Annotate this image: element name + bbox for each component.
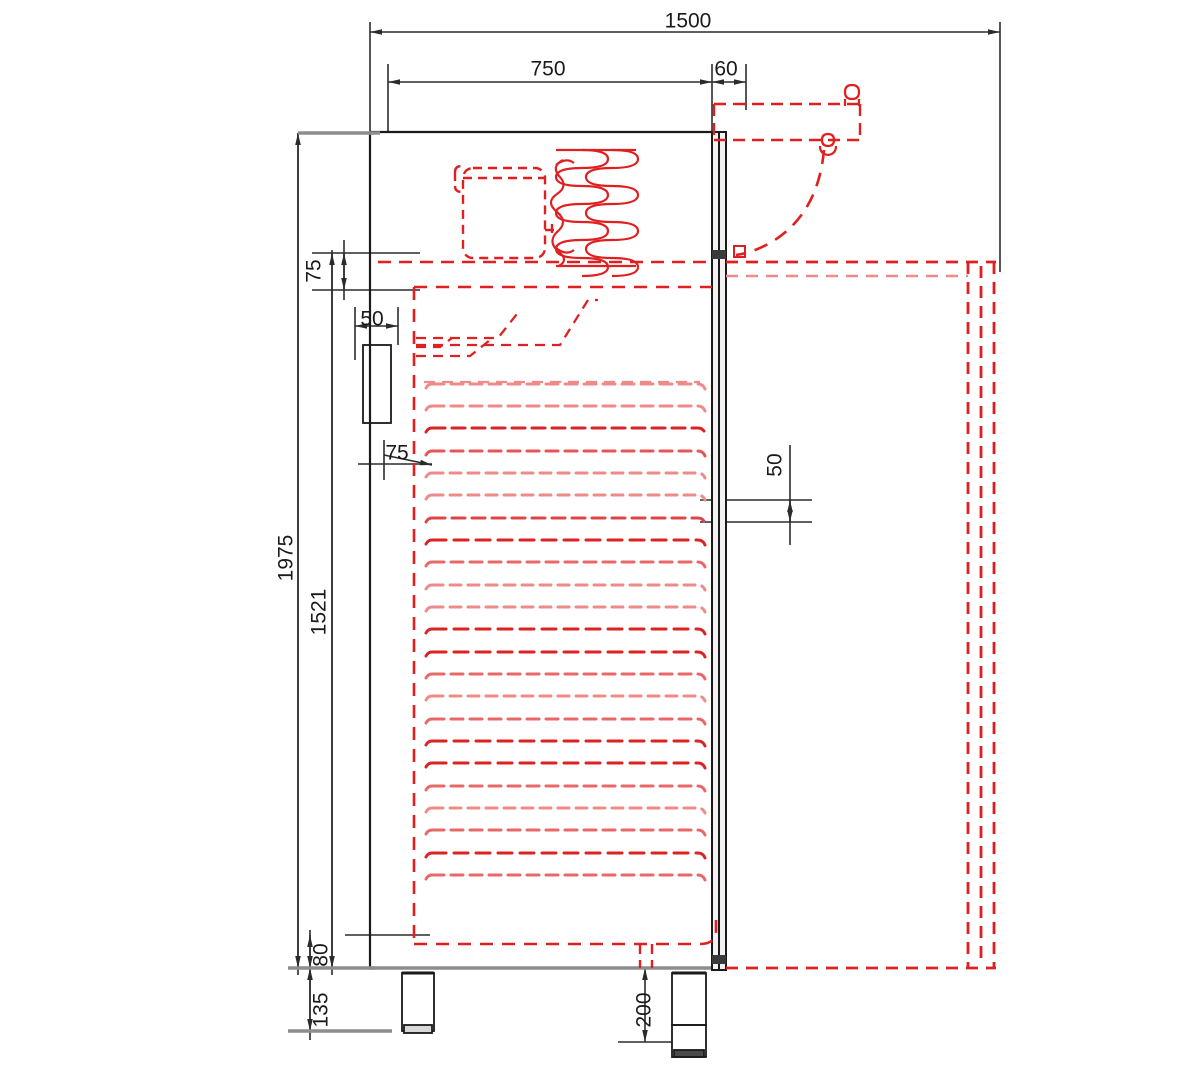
door-pivot-icon (733, 245, 746, 258)
leg-right (671, 971, 707, 1058)
dim-1521-label: 1521 (308, 589, 331, 636)
dim-60-label: 60 (714, 58, 737, 81)
dim-50-left-label: 50 (360, 308, 383, 331)
condenser-coil (549, 148, 640, 278)
control-panel-recess (362, 344, 392, 424)
dim-200-label: 200 (633, 992, 656, 1027)
dim-135-label: 135 (310, 992, 333, 1027)
dim-75-mid-label: 75 (385, 442, 408, 465)
door-latch-icon (818, 132, 838, 157)
door-panel[interactable] (711, 131, 727, 971)
door-handle-top-icon (843, 83, 861, 106)
dimension-lines (295, 29, 1000, 1042)
compressor (453, 164, 556, 260)
cabinet-cavity-outline (412, 285, 718, 946)
door-hinge-upper (712, 250, 726, 259)
dim-50-right-label: 50 (764, 453, 787, 476)
door-hinge-lower (712, 955, 726, 964)
shelf-rails (424, 382, 707, 882)
dim-750-label: 750 (530, 58, 565, 81)
open-door-outline (726, 260, 996, 970)
evaporator-shroud (416, 298, 598, 358)
dim-75-top-label: 75 (303, 259, 326, 282)
door-open-top-outline (712, 102, 862, 142)
dim-80-label: 80 (310, 943, 333, 966)
dim-1975-label: 1975 (275, 535, 298, 582)
door-swing-arc (735, 149, 826, 257)
leg-left (401, 971, 435, 1034)
dim-1500-label: 1500 (665, 10, 712, 33)
drain-outlet (638, 944, 654, 968)
